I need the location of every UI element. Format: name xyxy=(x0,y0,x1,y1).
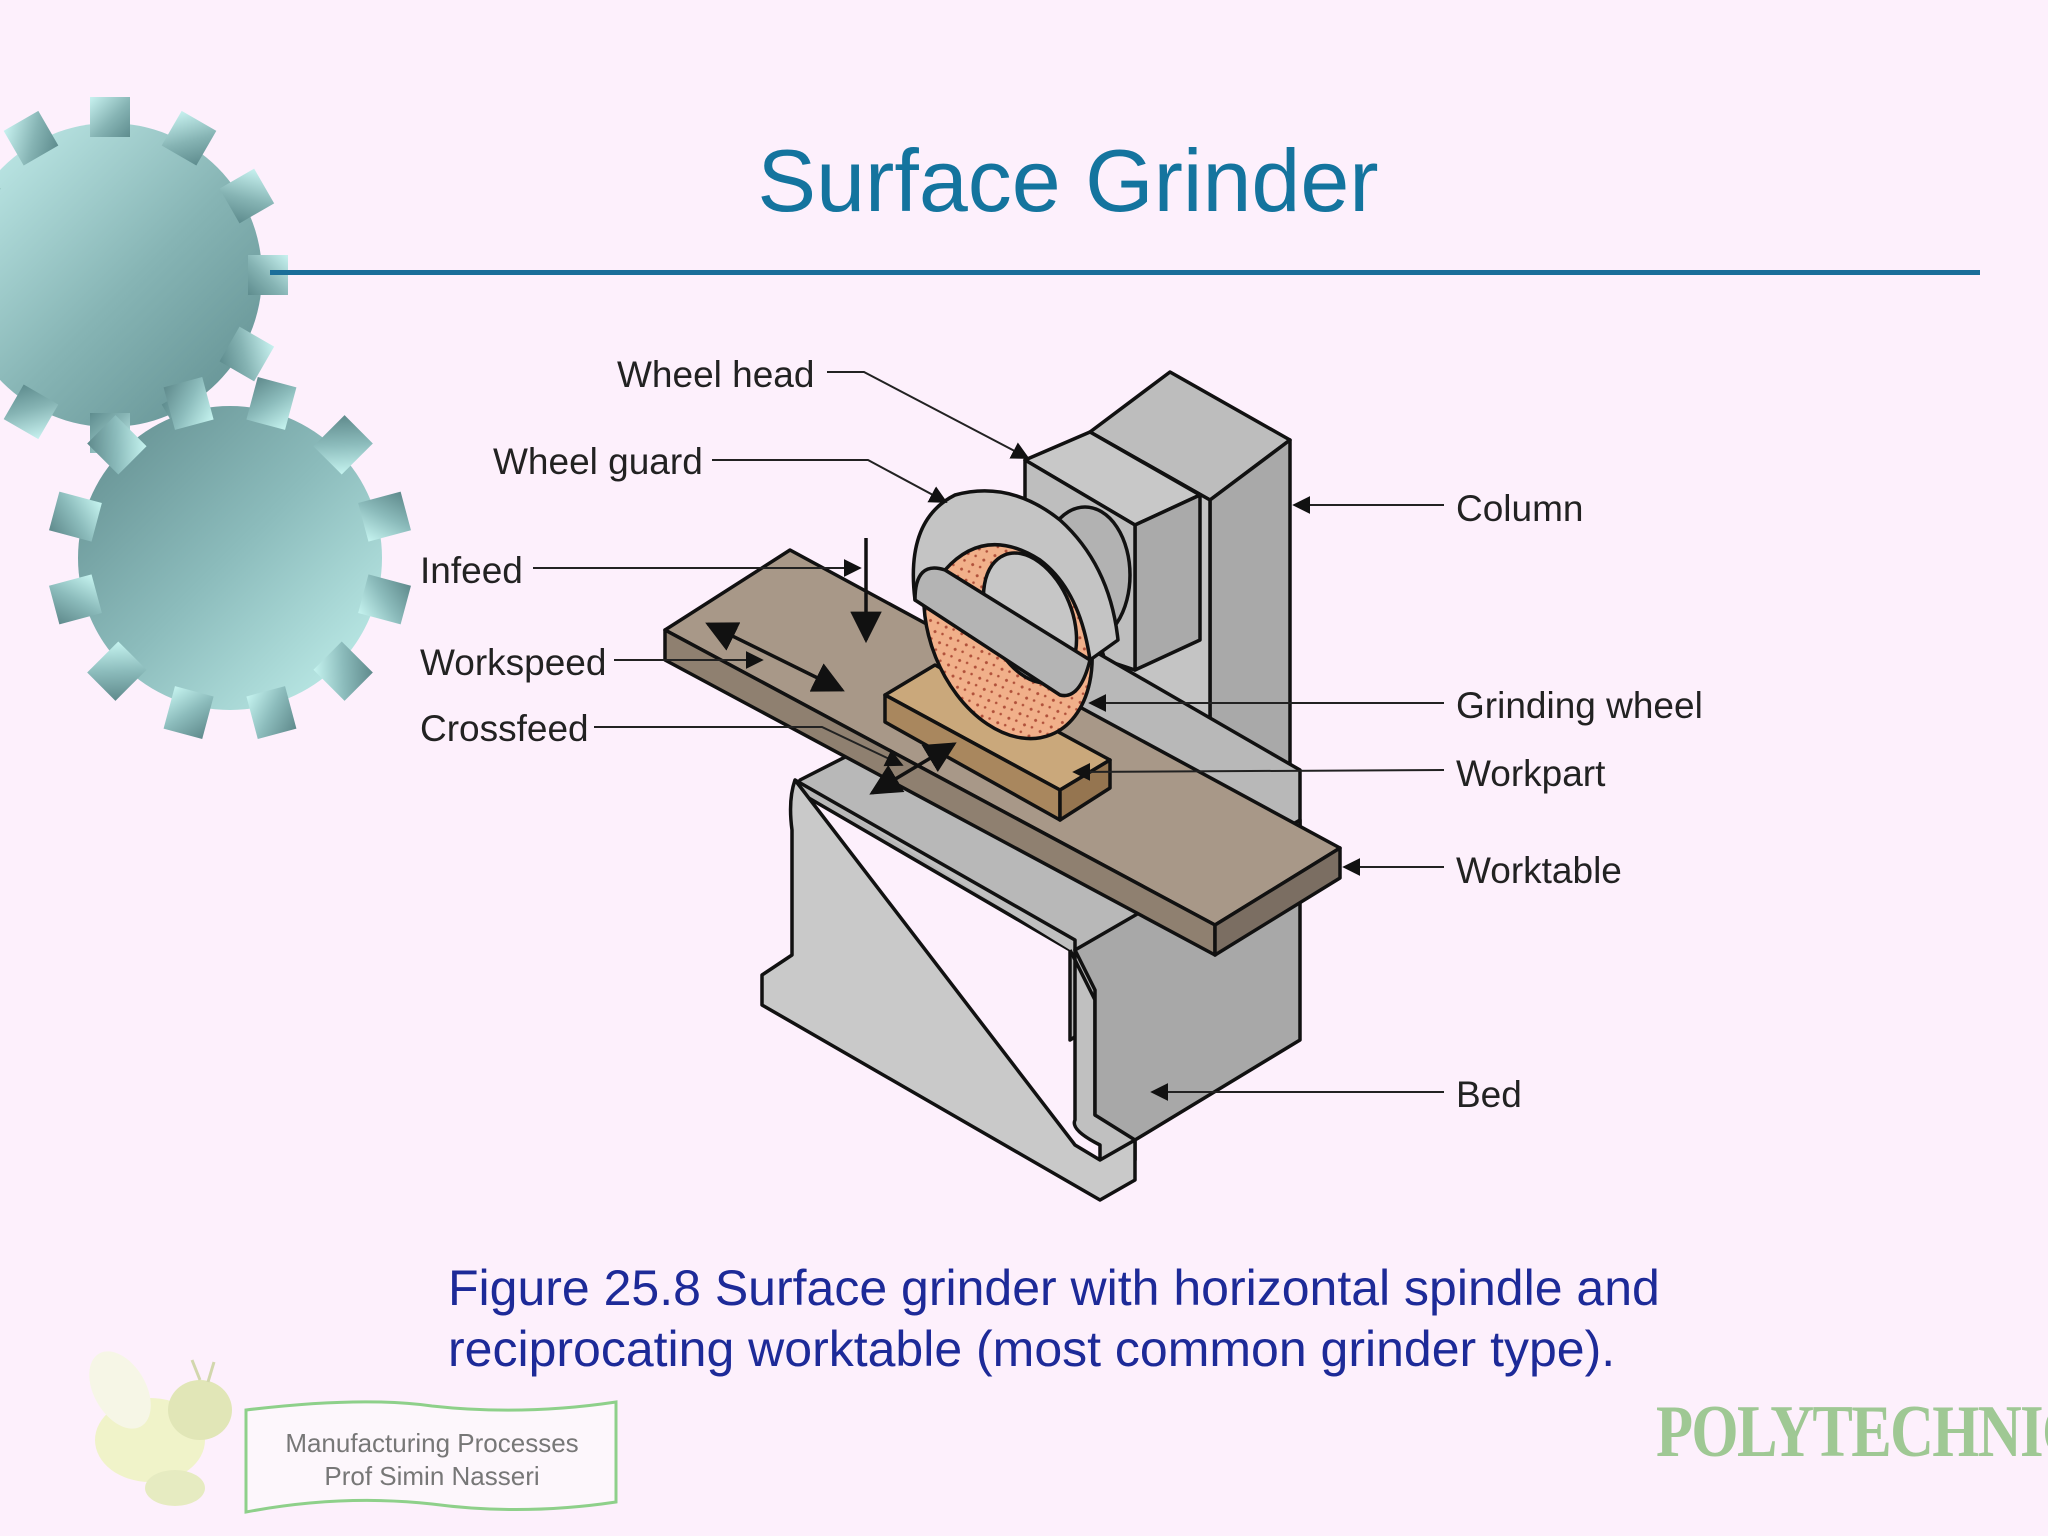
label-infeed: Infeed xyxy=(420,550,523,591)
label-grinding-wheel: Grinding wheel xyxy=(1456,685,1703,726)
leader-crossfeed xyxy=(594,726,904,767)
caption-line-1: Figure 25.8 Surface grinder with horizon… xyxy=(448,1260,1660,1316)
title-underline xyxy=(270,270,1980,275)
label-worktable: Worktable xyxy=(1456,850,1622,891)
leader-wheel-guard xyxy=(712,459,948,503)
figure-caption: Figure 25.8 Surface grinder with horizon… xyxy=(448,1258,1660,1380)
footer-text: Manufacturing Processes Prof Simin Nasse… xyxy=(242,1427,622,1493)
footer-banner xyxy=(244,1400,618,1514)
footer-author: Prof Simin Nasseri xyxy=(324,1461,540,1491)
gear-icon xyxy=(49,377,411,739)
crossfeed-arrow xyxy=(869,742,957,795)
slide-title: Surface Grinder xyxy=(757,131,1379,230)
leader-workpart xyxy=(1072,762,1445,781)
wheel-guard xyxy=(911,489,1120,698)
footer-course: Manufacturing Processes xyxy=(285,1428,579,1458)
workspeed-arrow xyxy=(705,622,845,692)
label-crossfeed: Crossfeed xyxy=(420,708,589,749)
leader-wheel-head xyxy=(827,371,1030,459)
gears-decoration xyxy=(0,97,411,739)
university-logo: POLYTECHNIC xyxy=(1656,1391,2048,1473)
label-wheel-guard: Wheel guard xyxy=(493,441,703,482)
label-column: Column xyxy=(1456,488,1584,529)
label-wheel-head: Wheel head xyxy=(617,354,815,395)
label-bed: Bed xyxy=(1456,1074,1522,1115)
label-workspeed: Workspeed xyxy=(420,642,607,683)
label-workpart: Workpart xyxy=(1456,753,1606,794)
caption-line-2: reciprocating worktable (most common gri… xyxy=(448,1321,1616,1377)
